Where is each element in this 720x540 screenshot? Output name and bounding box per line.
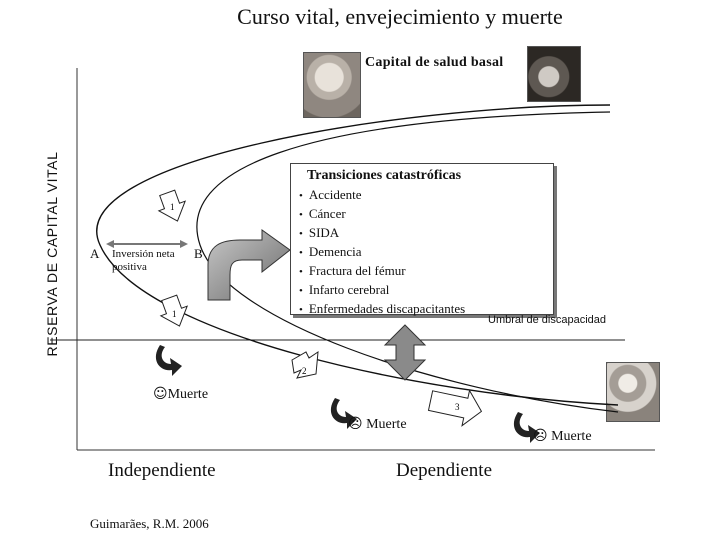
list-item: Infarto cerebral	[299, 281, 465, 300]
baby-photo	[303, 52, 361, 118]
arrow-number-1-lower: 1	[172, 309, 177, 319]
list-item: SIDA	[299, 224, 465, 243]
death-curl-arrow-1	[155, 345, 182, 376]
net-investment-label: Inversión neta positiva	[112, 248, 175, 273]
block-arrow-3	[427, 389, 483, 427]
block-arrow-1-lower	[159, 294, 189, 327]
list-item: Enfermedades discapacitantes	[299, 300, 465, 319]
credit-text: Guimarães, R.M. 2006	[90, 516, 209, 531]
arrow-number-2: 2	[302, 366, 307, 376]
neutral-face-icon: ☹	[348, 416, 363, 432]
list-item: Demencia	[299, 243, 465, 262]
outer-life-curve	[96, 104, 619, 406]
sad-face-icon: ☹	[533, 428, 548, 444]
elderly-photo-top	[527, 46, 581, 102]
death-label-1: ☺Muerte	[153, 386, 209, 402]
diagram-title: Curso vital, envejecimiento y muerte	[237, 4, 563, 29]
death-curl-arrow-2	[330, 398, 357, 429]
x-label-independent: Independiente	[108, 460, 216, 481]
death-label-2: ☹ Muerte	[348, 416, 407, 432]
block-arrow-1-upper	[157, 189, 187, 222]
list-item: Fractura del fémur	[299, 262, 465, 281]
transitions-title: Transiciones catastróficas	[307, 168, 462, 183]
curved-transition-arrow	[207, 229, 291, 301]
block-arrow-2	[291, 351, 319, 379]
smile-face-icon: ☺	[153, 386, 168, 402]
arrow-number-3: 3	[455, 402, 460, 412]
list-item: Cáncer	[299, 205, 465, 224]
x-label-dependent: Dependiente	[396, 460, 493, 481]
net-investment-arrow	[106, 240, 188, 248]
death-label-3: ☹ Muerte	[533, 428, 592, 444]
elderly-photo-bottom	[606, 362, 660, 422]
transitions-list: Accidente Cáncer SIDA Demencia Fractura …	[299, 186, 465, 319]
transitions-box: Transiciones catastróficas Accidente Cán…	[290, 163, 554, 316]
arrow-number-1-upper: 1	[170, 202, 175, 212]
point-b-label: B	[194, 246, 203, 261]
baseline-health-label: Capital de salud basal	[365, 55, 504, 70]
point-a-label: A	[90, 246, 100, 261]
death-curl-arrow-3	[513, 412, 540, 443]
inner-life-curve	[196, 111, 619, 413]
list-item: Accidente	[299, 186, 465, 205]
vertical-double-arrow	[383, 324, 427, 381]
disability-threshold-label: Umbral de discapacidad	[488, 314, 607, 326]
